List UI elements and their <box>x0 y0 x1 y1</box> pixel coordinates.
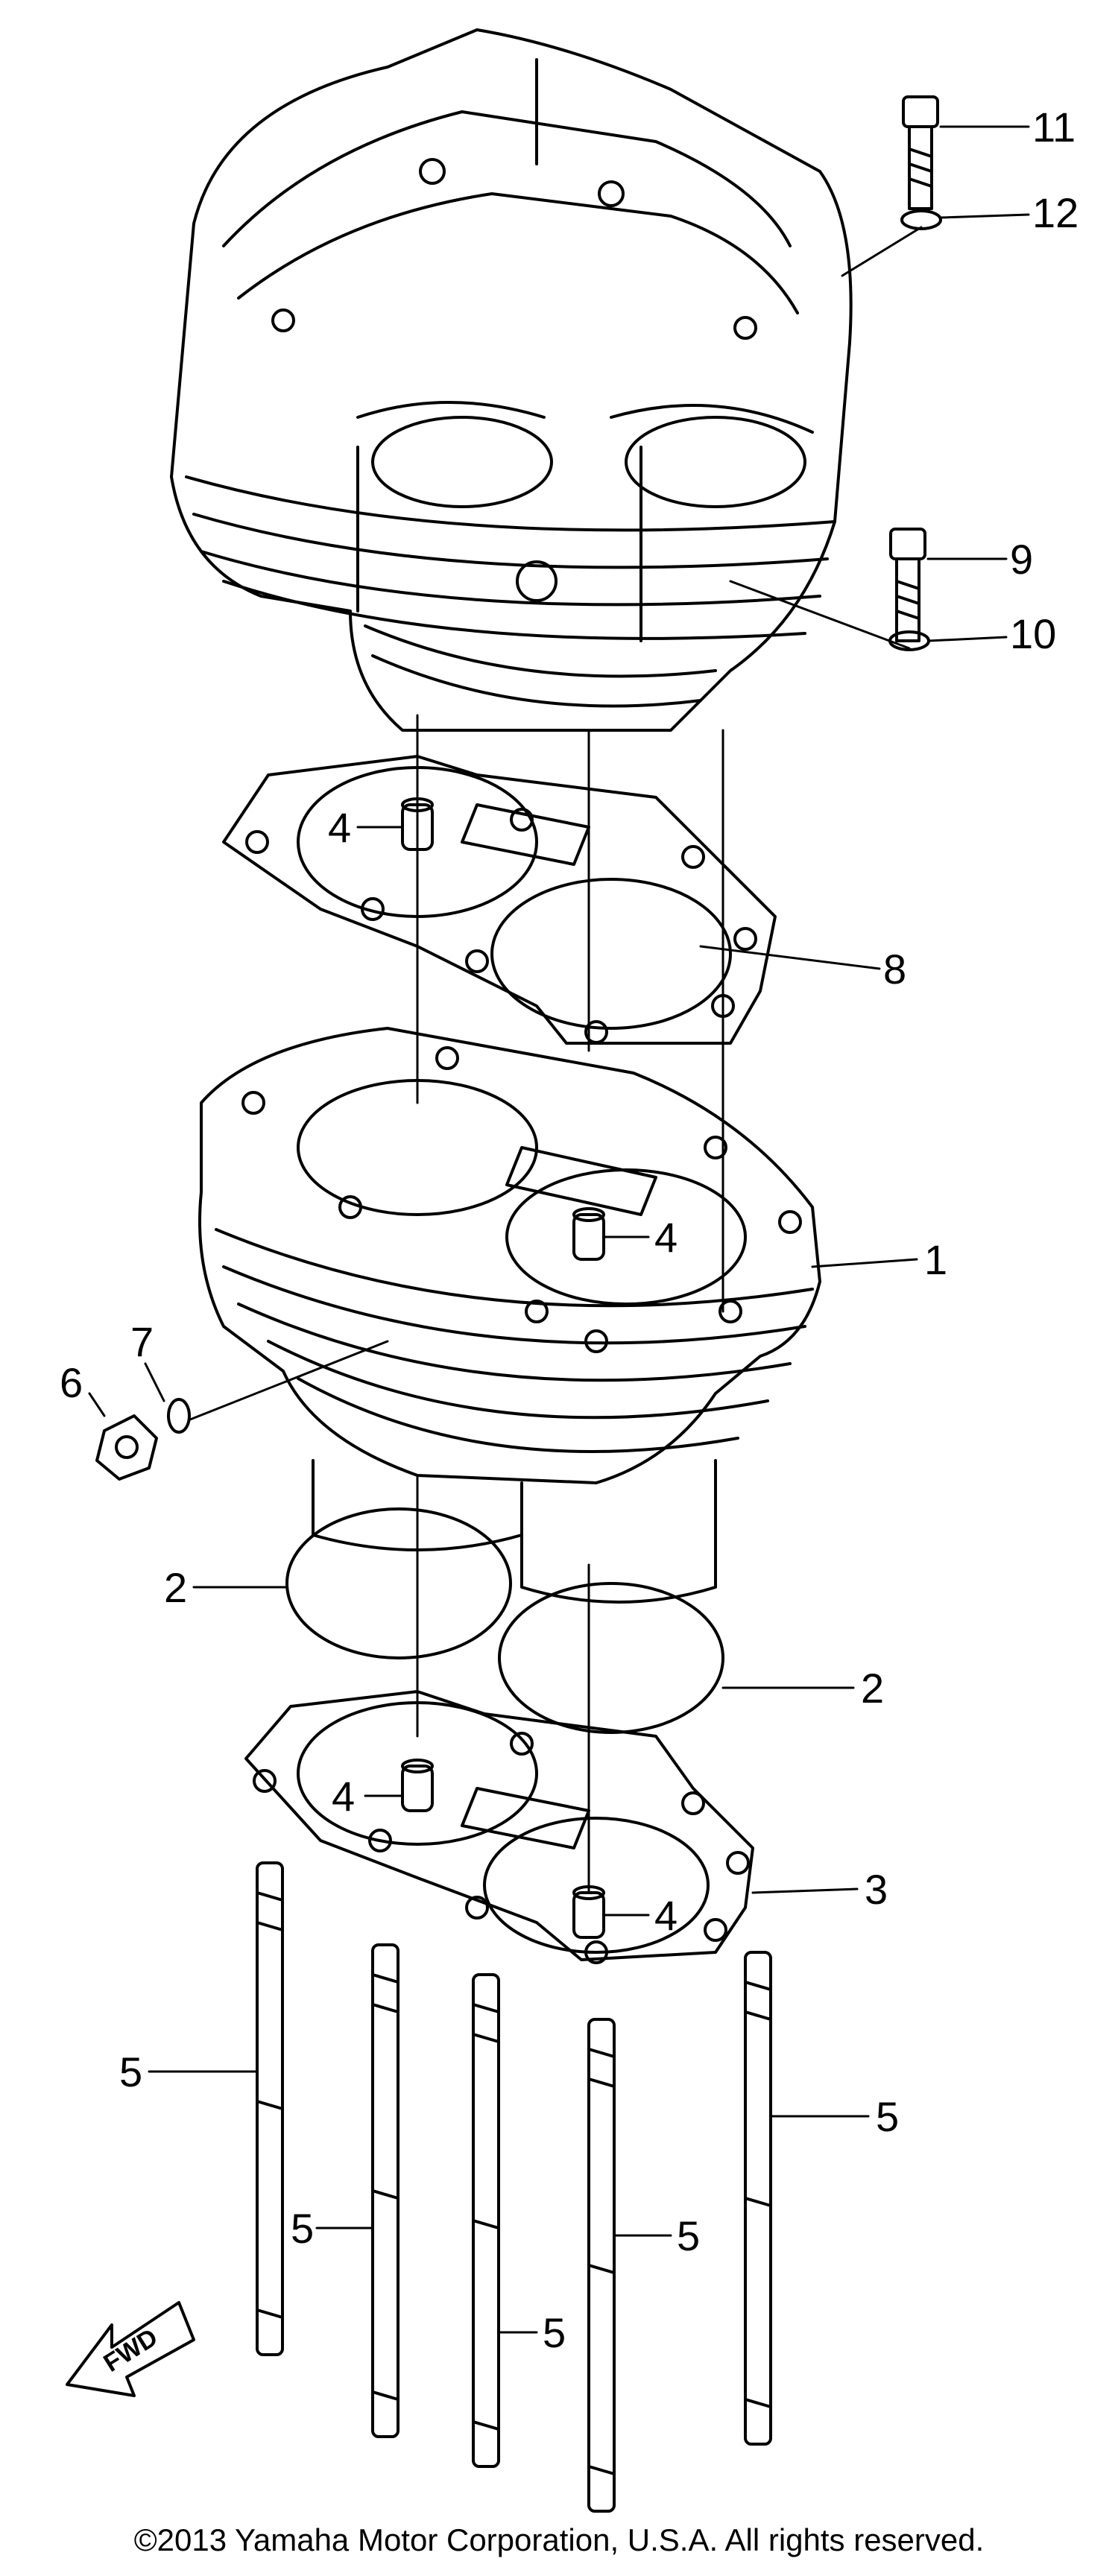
stud-4 <box>587 2018 616 2513</box>
callout-4-upper: 4 <box>328 804 351 851</box>
callout-1: 1 <box>924 1236 947 1283</box>
callout-7: 7 <box>130 1318 154 1365</box>
callout-5-c: 5 <box>291 2205 314 2252</box>
callout-5-b: 5 <box>876 2093 899 2140</box>
stud-5 <box>744 1951 772 2446</box>
callout-2-left: 2 <box>164 1564 187 1611</box>
callout-5-d: 5 <box>677 2212 700 2259</box>
dowel-pin-middle <box>572 1207 605 1261</box>
callout-8: 8 <box>883 946 906 993</box>
dowel-pin-lower-right <box>572 1885 605 1939</box>
o-ring-right <box>498 1582 724 1734</box>
callout-9: 9 <box>1010 536 1033 583</box>
copyright-notice: ©2013 Yamaha Motor Corporation, U.S.A. A… <box>133 2522 985 2557</box>
callout-3: 3 <box>865 1866 888 1913</box>
cylinder-block <box>198 1027 821 1604</box>
stud-2 <box>371 1943 399 2438</box>
washer-12 <box>900 209 942 230</box>
callout-5-e: 5 <box>543 2309 566 2356</box>
callout-4-lower-right: 4 <box>654 1892 678 1939</box>
head-gasket <box>222 755 777 1045</box>
washer-7 <box>167 1398 191 1434</box>
o-ring-left <box>285 1507 512 1659</box>
callout-4-lower-left: 4 <box>332 1773 355 1820</box>
bolt-11 <box>902 95 939 210</box>
cylinder-head <box>170 28 853 732</box>
bolt-9 <box>889 528 926 642</box>
stud-1 <box>256 1861 284 2356</box>
callout-4-middle: 4 <box>654 1214 678 1261</box>
callout-5-a: 5 <box>119 2048 142 2095</box>
callout-2-right: 2 <box>861 1665 884 1712</box>
callout-10: 10 <box>1010 610 1056 657</box>
dowel-pin-lower-left <box>401 1759 434 1812</box>
callout-12: 12 <box>1032 189 1078 236</box>
leader-lines <box>88 125 1030 2334</box>
plug-6 <box>95 1414 158 1481</box>
stud-3 <box>472 1973 500 2468</box>
alignment-lines <box>416 714 724 1894</box>
fwd-arrow <box>66 2301 195 2397</box>
callout-6: 6 <box>60 1359 83 1406</box>
callout-11: 11 <box>1032 104 1076 151</box>
